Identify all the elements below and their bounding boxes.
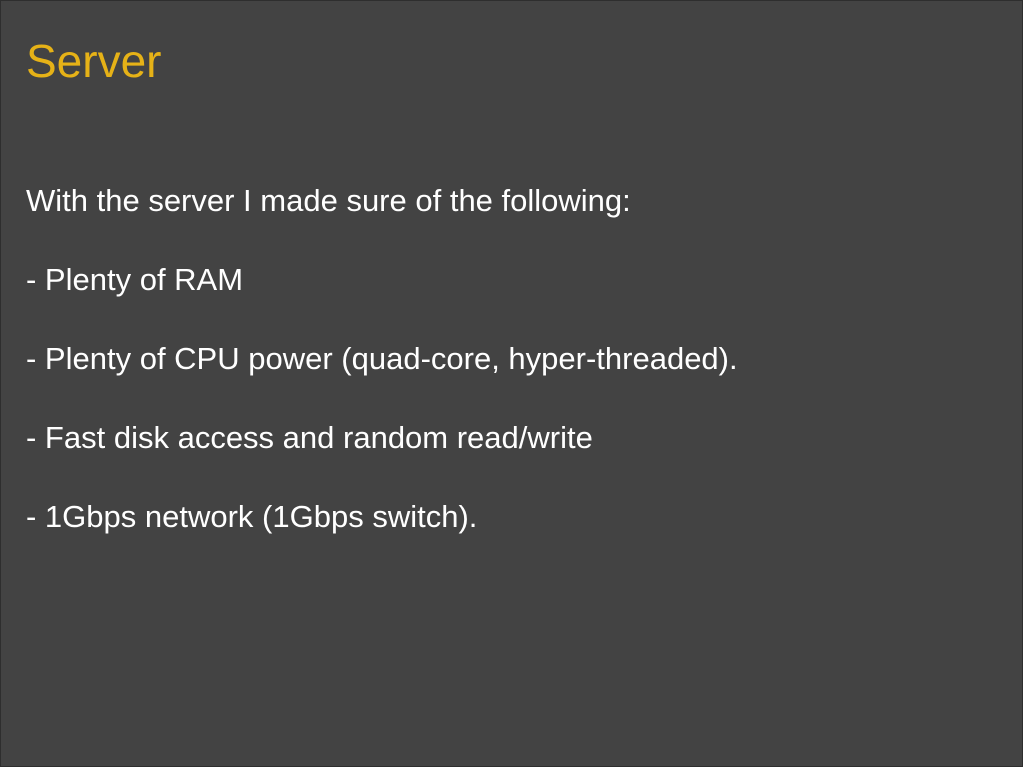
slide-title: Server [26,35,162,87]
bullet-network: - 1Gbps network (1Gbps switch). [26,499,478,534]
bullet-ram: - Plenty of RAM [26,262,244,297]
bullet-list: - Plenty of RAM - Plenty of CPU power (q… [26,261,1002,577]
slide-body: With the server I made sure of the follo… [26,182,1002,577]
intro-text: With the server I made sure of the follo… [26,183,631,218]
bullet-cpu: - Plenty of CPU power (quad-core, hyper-… [26,341,738,376]
bullet-disk: - Fast disk access and random read/write [26,420,593,455]
